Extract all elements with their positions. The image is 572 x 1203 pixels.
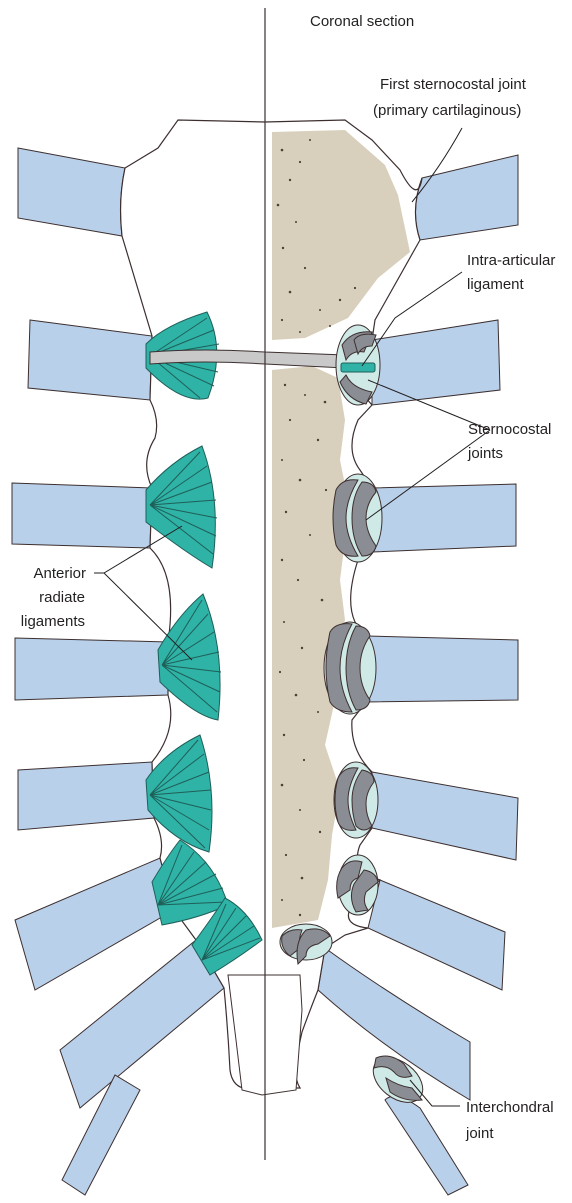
left-cartilage-6 xyxy=(15,858,174,990)
left-cartilage-2 xyxy=(28,320,152,400)
label-first-joint-line2: (primary cartilaginous) xyxy=(373,102,521,119)
label-anterior-line2: radiate xyxy=(39,589,85,606)
right-cartilage-6 xyxy=(368,880,505,990)
right-cartilage-8 xyxy=(385,1096,468,1195)
label-interchondral-line2: joint xyxy=(465,1125,494,1142)
sternocostal-joint-2 xyxy=(336,325,380,405)
label-intra-articular-line1: Intra-articular xyxy=(467,252,555,269)
sternocostal-joint-4 xyxy=(324,622,376,714)
label-sternocostal-line1: Sternocostal xyxy=(468,421,551,438)
right-cartilage-4 xyxy=(366,636,518,702)
left-cartilage-5 xyxy=(18,762,154,830)
right-cartilage-5 xyxy=(372,772,518,860)
label-anterior-line1: Anterior xyxy=(33,565,86,582)
radiate-ligament-5 xyxy=(146,735,212,852)
label-sternocostal-line2: joints xyxy=(467,445,503,462)
label-anterior-line3: ligaments xyxy=(21,613,85,630)
label-first-joint-line1: First sternocostal joint xyxy=(380,76,527,93)
sternocostal-joint-5 xyxy=(334,762,378,838)
left-cartilage-4 xyxy=(15,638,168,700)
right-cartilage-1 xyxy=(415,155,518,240)
left-cartilage-8 xyxy=(62,1075,140,1195)
left-cartilage-7 xyxy=(60,940,224,1108)
intra-articular-ligament xyxy=(341,363,375,372)
right-cartilage-3 xyxy=(372,484,516,552)
right-cartilage-2 xyxy=(372,320,500,405)
left-cartilage-3 xyxy=(12,483,152,548)
label-coronal-section: Coronal section xyxy=(310,13,414,30)
sternocostal-joint-3 xyxy=(333,474,382,562)
label-interchondral-line1: Interchondral xyxy=(466,1099,554,1116)
label-intra-articular-line2: ligament xyxy=(467,276,525,293)
left-cartilage-1 xyxy=(18,148,125,236)
